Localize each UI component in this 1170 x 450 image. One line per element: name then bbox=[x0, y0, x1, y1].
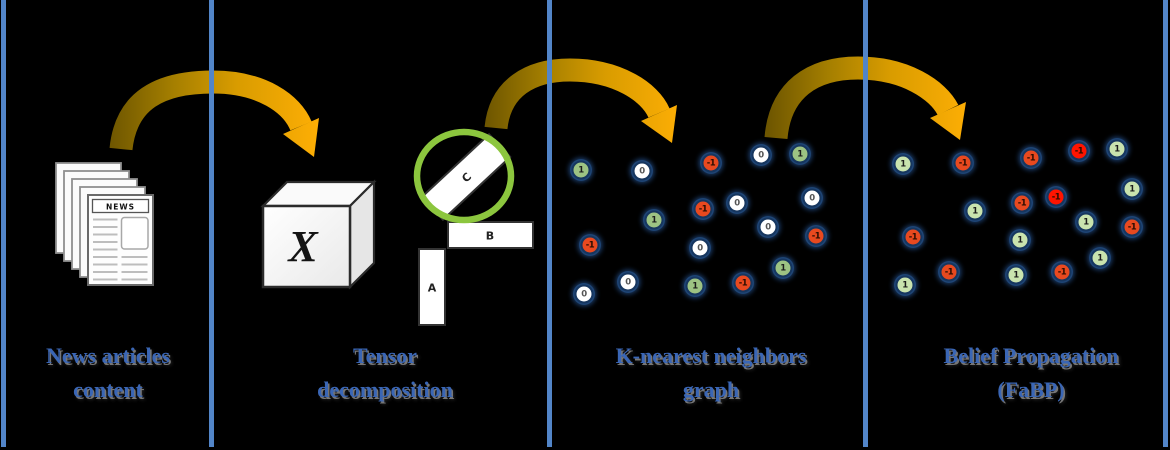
news-text-lines bbox=[93, 218, 148, 281]
panel-divider-1 bbox=[1, 0, 6, 447]
factor-matrix-a: A bbox=[418, 248, 446, 326]
svg-text:B: B bbox=[486, 230, 494, 243]
panel-divider-3 bbox=[547, 0, 552, 447]
label-line: (FaBP) bbox=[997, 377, 1065, 402]
label-line: Belief Propagation bbox=[943, 343, 1119, 368]
label-line: K-nearest neighbors bbox=[615, 343, 807, 368]
label-knn-graph: K-nearest neighbors graph bbox=[581, 339, 841, 407]
label-belief-propagation: Belief Propagation (FaBP) bbox=[901, 339, 1161, 407]
flow-arrow-2 bbox=[484, 58, 677, 143]
label-tensor-decomposition: Tensor decomposition bbox=[255, 339, 515, 407]
flow-arrow-1 bbox=[109, 70, 319, 157]
svg-text:A: A bbox=[428, 282, 437, 295]
label-news-articles: News articles content bbox=[0, 339, 238, 407]
flow-arrow-3 bbox=[764, 56, 966, 140]
news-image-box bbox=[120, 216, 149, 250]
tensor-cube-label: X bbox=[286, 222, 319, 271]
news-masthead-box bbox=[91, 198, 150, 214]
label-line: decomposition bbox=[317, 377, 453, 402]
tensor-cube: X bbox=[260, 179, 377, 290]
news-masthead-text: NEWS bbox=[106, 203, 135, 212]
news-stack-icon: NEWS bbox=[55, 162, 154, 286]
factor-matrix-b: B bbox=[447, 221, 534, 249]
label-line: graph bbox=[682, 377, 740, 402]
factor-highlight-circle bbox=[413, 128, 515, 224]
panel-divider-5 bbox=[1163, 0, 1168, 447]
label-line: content bbox=[73, 377, 143, 402]
panel-divider-4 bbox=[863, 0, 868, 447]
label-line: News articles bbox=[45, 343, 170, 368]
panel-divider-2 bbox=[209, 0, 214, 447]
label-line: Tensor bbox=[353, 343, 417, 368]
